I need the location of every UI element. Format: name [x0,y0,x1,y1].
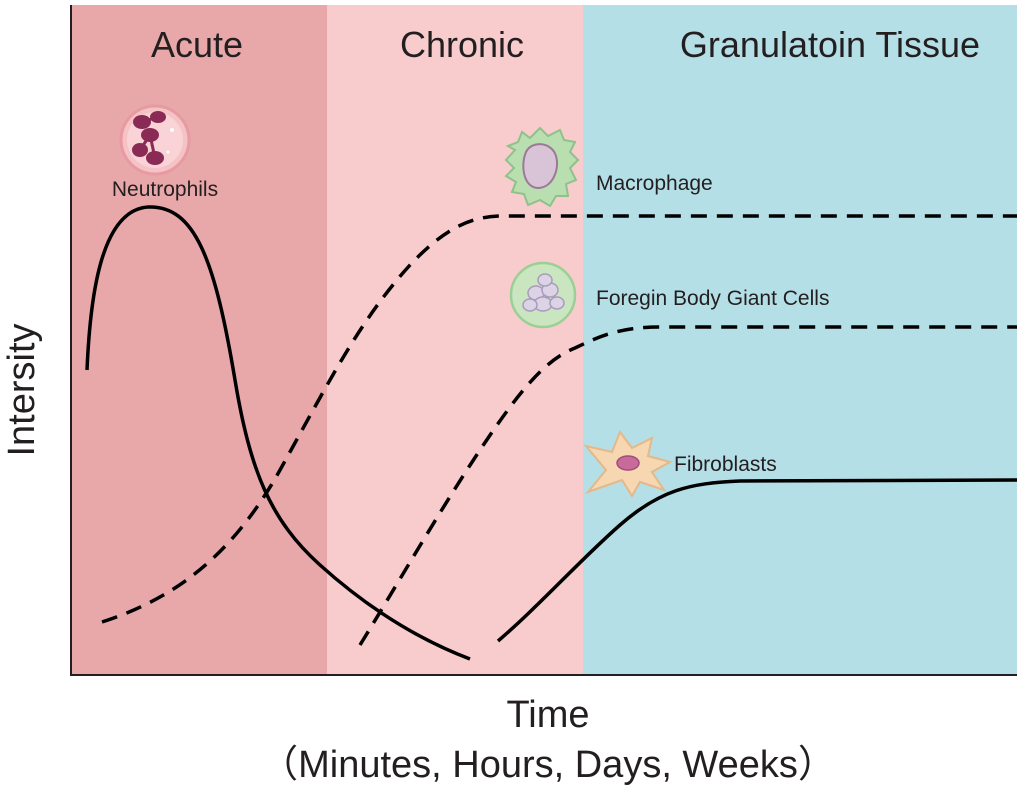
y-axis-label: Intersity [1,323,43,456]
macrophage-curve [101,214,1017,624]
chronic-phase-band [327,5,583,674]
fibroblasts-label: Fibroblasts [674,453,777,476]
macrophage-icon [504,126,580,208]
neutrophils-curve [85,205,471,661]
phase-label-chronic: Chronic [400,24,524,65]
x-axis-label: Time [506,694,589,736]
fibroblast-icon [583,429,673,498]
granulation-phase-band [583,5,1017,674]
giant-cell-icon [509,261,577,329]
macrophage-label: Macrophage [596,172,713,195]
fibroblasts-curve [496,478,1018,643]
giant-cells-label: Foregin Body Giant Cells [596,287,829,310]
phase-label-granulation: Granulatoin Tissue [680,24,980,65]
acute-phase-band [71,5,327,674]
x-axis-sublabel: （Minutes, Hours, Days, Weeks） [260,744,836,786]
neutrophils-label: Neutrophils [112,178,218,201]
phase-label-acute: Acute [151,24,243,65]
neutrophil-icon [119,104,191,176]
